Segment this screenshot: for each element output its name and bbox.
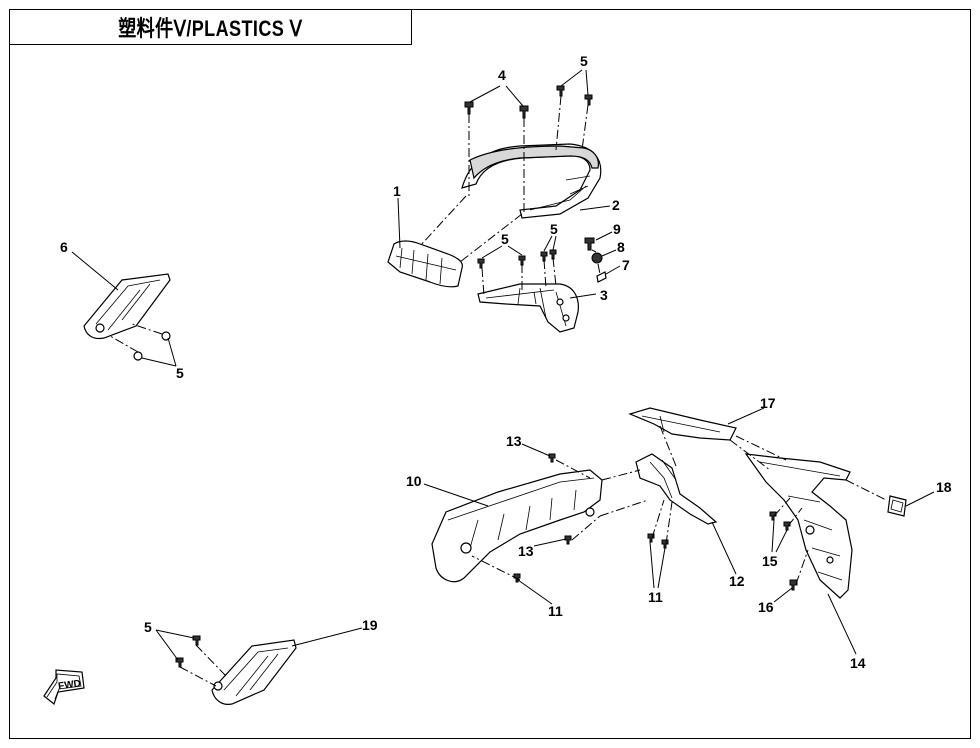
callout-5: 5 — [550, 221, 558, 237]
drawing-frame — [9, 9, 971, 739]
part-side-panel-left — [83, 273, 171, 361]
callout-6: 6 — [60, 239, 68, 255]
callout-12: 12 — [729, 573, 745, 589]
page-title: 塑料件Ⅴ/PLASTICS Ⅴ — [118, 16, 303, 41]
callout-2: 2 — [612, 197, 620, 213]
callout-14: 14 — [850, 655, 866, 671]
title-box: 塑料件Ⅴ/PLASTICS Ⅴ — [9, 9, 412, 45]
callout-9: 9 — [613, 221, 621, 237]
callout-7: 7 — [622, 257, 630, 273]
part-side-panel-lower — [175, 635, 297, 705]
part-side-cover — [431, 469, 603, 583]
part-mudflap-bracket — [635, 453, 718, 525]
part-small-hardware — [584, 237, 607, 283]
callout-5: 5 — [580, 53, 588, 69]
bolts-top — [464, 85, 593, 269]
assembly-lines — [109, 95, 887, 687]
callout-5: 5 — [176, 365, 184, 381]
callout-11: 11 — [648, 589, 663, 605]
callout-11: 11 — [548, 603, 563, 619]
callout-5: 5 — [501, 231, 509, 247]
callout-10: 10 — [406, 473, 422, 489]
callout-13: 13 — [518, 543, 534, 559]
callout-5: 5 — [144, 619, 152, 635]
part-upper-fender — [628, 407, 737, 441]
fwd-arrow-icon: FWD — [43, 669, 85, 706]
callout-15: 15 — [762, 553, 778, 569]
callout-labels: 4 5 1 2 9 8 7 3 5 5 6 5 5 19 10 13 13 11… — [60, 53, 952, 671]
part-reflector — [887, 495, 907, 517]
callout-8: 8 — [617, 239, 625, 255]
fasteners-lower — [513, 453, 798, 591]
callout-4: 4 — [498, 67, 506, 83]
callout-19: 19 — [362, 617, 378, 633]
callout-1: 1 — [393, 183, 401, 199]
callout-18: 18 — [936, 479, 952, 495]
callout-3: 3 — [600, 287, 608, 303]
callout-13: 13 — [506, 433, 522, 449]
callout-17: 17 — [760, 395, 776, 411]
part-bracket — [477, 283, 579, 333]
part-rear-cover — [387, 240, 463, 288]
fwd-label: FWD — [58, 678, 82, 692]
callout-16: 16 — [758, 599, 774, 615]
part-rear-rack — [461, 143, 602, 219]
leader-lines — [71, 69, 935, 661]
